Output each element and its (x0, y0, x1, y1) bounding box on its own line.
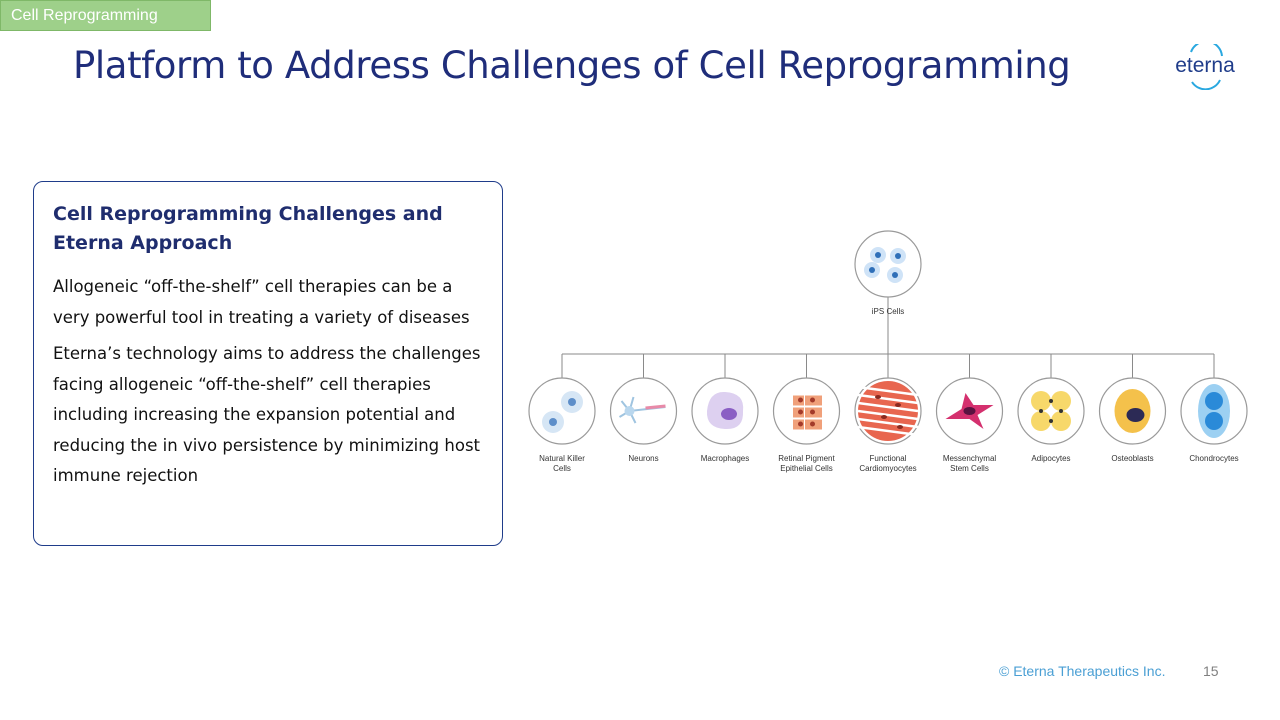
card-title: Cell Reprogramming Challenges and Eterna… (53, 200, 484, 258)
page-number: 15 (1203, 663, 1219, 679)
cell-type-label: Cells (553, 464, 571, 473)
card-paragraph-1: Allogeneic “off-the-shelf” cell therapie… (53, 277, 470, 327)
nk-cell-icon (542, 391, 583, 433)
cell-type-label: Neurons (628, 454, 658, 463)
adipocyte-icon (1031, 391, 1071, 431)
cell-type-node: Osteoblasts (1098, 377, 1167, 463)
cell-type-label: Macrophages (701, 454, 749, 463)
macrophage-icon (706, 391, 744, 430)
stem-cell-icon (945, 393, 994, 429)
cell-type-label: Functional (870, 454, 907, 463)
cell-type-label: Stem Cells (950, 464, 989, 473)
cardiomyocyte-icon (857, 381, 919, 441)
logo-text: eterna (1175, 54, 1235, 77)
cell-type-label: Osteoblasts (1111, 454, 1153, 463)
cell-type-label: Natural Killer (539, 454, 585, 463)
osteoblast-icon (1114, 389, 1151, 433)
retinal-cell-icon (792, 394, 823, 431)
ips-cells-label: iPS Cells (872, 307, 904, 316)
cell-type-label: Chondrocytes (1189, 454, 1238, 463)
cell-type-label: Retinal Pigment (778, 454, 835, 463)
cell-type-node: Macrophages (691, 377, 759, 463)
neuron-icon (618, 396, 666, 424)
cell-type-label: Adipocytes (1031, 454, 1070, 463)
challenges-card: Cell Reprogramming Challenges and Eterna… (33, 181, 503, 546)
ips-cells-node: iPS Cells (854, 230, 922, 316)
cell-type-label: Messenchymal (943, 454, 997, 463)
card-paragraph-2: Eterna’s technology aims to address the … (53, 344, 481, 485)
page-title: Platform to Address Challenges of Cell R… (73, 44, 1071, 87)
card-title-line: Eterna Approach (53, 232, 233, 254)
cell-type-node: Chondrocytes (1180, 377, 1248, 463)
cell-type-label: Epithelial Cells (780, 464, 832, 473)
cell-type-node: Adipocytes (1017, 377, 1085, 463)
cell-type-node: Neurons (609, 377, 678, 463)
eterna-logo: eterna (1175, 44, 1235, 90)
chondrocyte-icon (1198, 384, 1230, 438)
section-tag: Cell Reprogramming (0, 0, 211, 31)
ips-cells-icon (864, 247, 906, 283)
cell-type-label: Cardiomyocytes (859, 464, 916, 473)
footer-copyright: © Eterna Therapeutics Inc. (999, 663, 1166, 679)
card-title-line: Cell Reprogramming Challenges and (53, 203, 443, 225)
